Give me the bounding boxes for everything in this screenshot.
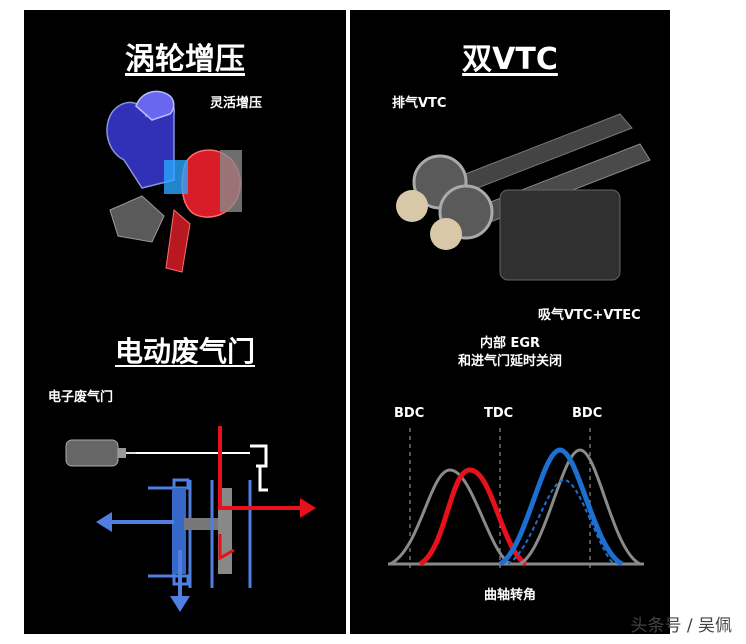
turbo-flange-plate: [220, 150, 242, 212]
valvetrain-block: [499, 189, 621, 281]
intake-lift-advanced: [498, 447, 624, 567]
wastegate-title: 电动废气门: [114, 335, 255, 368]
turbocharger-image: [106, 90, 242, 273]
valve-lift-chart: [388, 428, 644, 570]
crank-angle-label: 曲轴转角: [483, 588, 536, 603]
turbine-side: [210, 480, 252, 588]
intake-arrowhead-down: [170, 596, 190, 612]
compressor-side: [148, 478, 192, 588]
turbo-title: 涡轮增压: [125, 42, 245, 77]
wastegate-valve: [250, 444, 268, 468]
intake-arrowhead-left: [96, 512, 112, 532]
intake-lift-base: [519, 448, 641, 566]
dual-vtc-title: 双VTC: [462, 42, 558, 77]
bdc-right-label: BDC: [572, 406, 603, 421]
exhaust-vtc-label: 排气VTC: [392, 96, 447, 111]
turbo-shaft: [184, 518, 218, 530]
exhaust-flow-arrow: [218, 426, 300, 510]
dual-vtc-panel: 双VTC 排气VTC 吸气VTC+VTEC 内部 EGR 和进气门延时关闭 BD…: [350, 10, 670, 634]
wastegate-actuator: [65, 439, 136, 467]
exhaust-arrowhead: [300, 498, 316, 518]
turbo-mount-flange: [109, 195, 165, 243]
electronic-wastegate-label: 电子废气门: [48, 390, 114, 405]
turbo-center-section: [164, 160, 188, 194]
wastegate-schematic: [65, 426, 316, 612]
turbo-exhaust-pipe: [165, 209, 191, 273]
exhaust-inlet-arrow: [218, 534, 235, 561]
intake-vtc-label: 吸气VTC+VTEC: [538, 308, 641, 323]
turbo-panel: 涡轮增压 灵活增压 电动废气门 电子废气门: [24, 10, 346, 634]
turbo-compressor-outlet: [135, 90, 175, 121]
internal-egr-line1: 内部 EGR: [479, 336, 541, 351]
tdc-label: TDC: [484, 406, 514, 421]
watermark: 头条号 / 吴佩: [630, 616, 732, 636]
exhaust-lift-advanced: [418, 467, 528, 567]
camshaft-image: [396, 113, 651, 281]
bdc-left-label: BDC: [394, 406, 425, 421]
exhaust-lift-base: [389, 468, 511, 566]
flex-boost-label: 灵活增压: [210, 96, 263, 111]
internal-egr-line2: 和进气门延时关闭: [457, 354, 562, 369]
wastegate-bypass: [258, 466, 268, 492]
